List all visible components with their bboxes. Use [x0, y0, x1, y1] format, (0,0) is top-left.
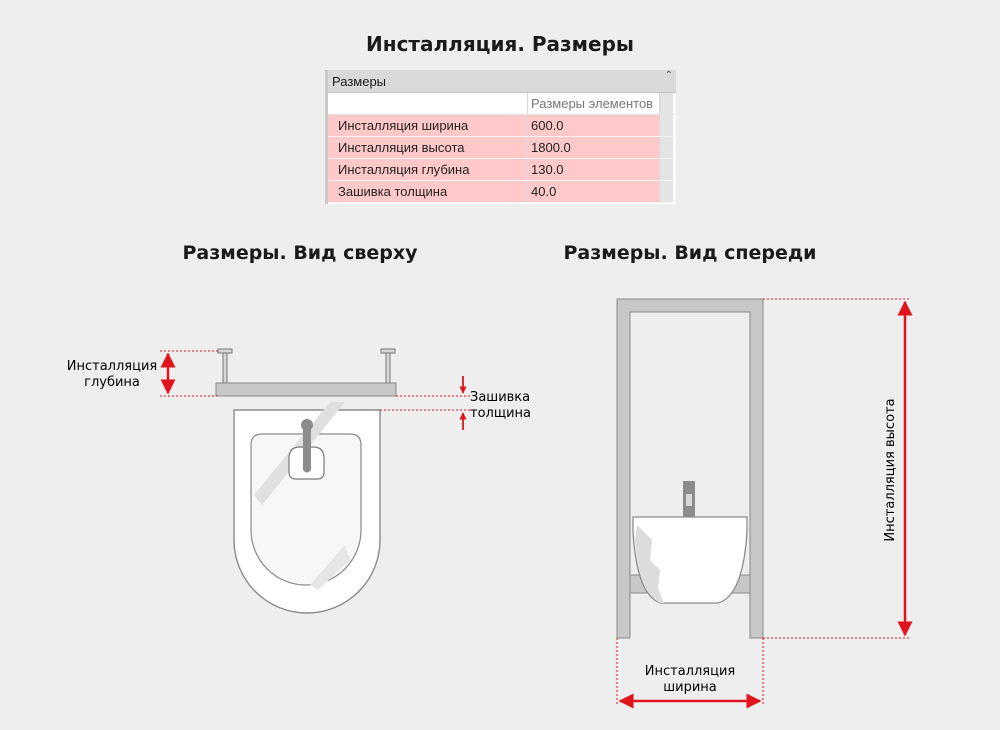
- page-title: Инсталляция. Размеры: [366, 32, 634, 56]
- property-value[interactable]: 1800.0: [528, 137, 660, 158]
- depth-label-line2: глубина: [84, 375, 140, 390]
- width-label-line1: Инсталляция: [645, 664, 735, 679]
- cover-label-line2: толщина: [470, 406, 531, 421]
- column-header: Размеры элементов: [528, 93, 660, 114]
- property-value[interactable]: 600.0: [528, 115, 660, 136]
- cover-thickness-dimension: [380, 376, 470, 430]
- top-view-drawing: Инсталляция глубина Зашивка толщина: [67, 348, 531, 614]
- row-scroll-gutter: [660, 137, 673, 158]
- height-dimension: [763, 298, 913, 639]
- row-scroll-gutter: [660, 181, 673, 202]
- property-name: Инсталляция высота: [328, 137, 528, 158]
- depth-label-line1: Инсталляция: [67, 359, 157, 374]
- bidet-front-view: [632, 481, 748, 604]
- width-label-line2: ширина: [663, 680, 717, 695]
- property-row[interactable]: Зашивка толщина 40.0: [328, 181, 676, 203]
- property-row[interactable]: Инсталляция высота 1800.0: [328, 137, 676, 159]
- column-header-row: Размеры элементов: [328, 93, 676, 115]
- row-scroll-gutter: [660, 115, 673, 136]
- installation-frame-front: [616, 298, 764, 639]
- properties-panel: Размеры ⌃ Размеры элементов Инсталляция …: [325, 70, 676, 204]
- property-row[interactable]: Инсталляция ширина 600.0: [328, 115, 676, 137]
- property-row[interactable]: Инсталляция глубина 130.0: [328, 159, 676, 181]
- installation-frame: [215, 382, 397, 397]
- row-scroll-gutter: [660, 93, 673, 114]
- property-name: Зашивка толщина: [328, 181, 528, 202]
- property-value[interactable]: 130.0: [528, 159, 660, 180]
- top-view-title: Размеры. Вид сверху: [182, 242, 418, 264]
- installation-legs: [217, 348, 396, 384]
- collapse-icon[interactable]: ⌃: [664, 70, 673, 81]
- property-name: Инсталляция ширина: [328, 115, 528, 136]
- section-title: Размеры: [332, 73, 387, 89]
- height-label: Инсталляция высота: [883, 398, 898, 541]
- cover-label-line1: Зашивка: [470, 390, 530, 405]
- header-blank-cell: [328, 93, 528, 114]
- property-name: Инсталляция глубина: [328, 159, 528, 180]
- front-view-drawing: Инсталляция высота Инсталляция ширина: [616, 298, 913, 709]
- depth-dimension: [160, 350, 220, 397]
- width-dimension: [616, 638, 764, 709]
- front-view-title: Размеры. Вид спереди: [563, 242, 817, 264]
- properties-section-header[interactable]: Размеры ⌃: [328, 70, 676, 93]
- bidet-top-view: [233, 402, 381, 614]
- property-value[interactable]: 40.0: [528, 181, 660, 202]
- row-scroll-gutter: [660, 159, 673, 180]
